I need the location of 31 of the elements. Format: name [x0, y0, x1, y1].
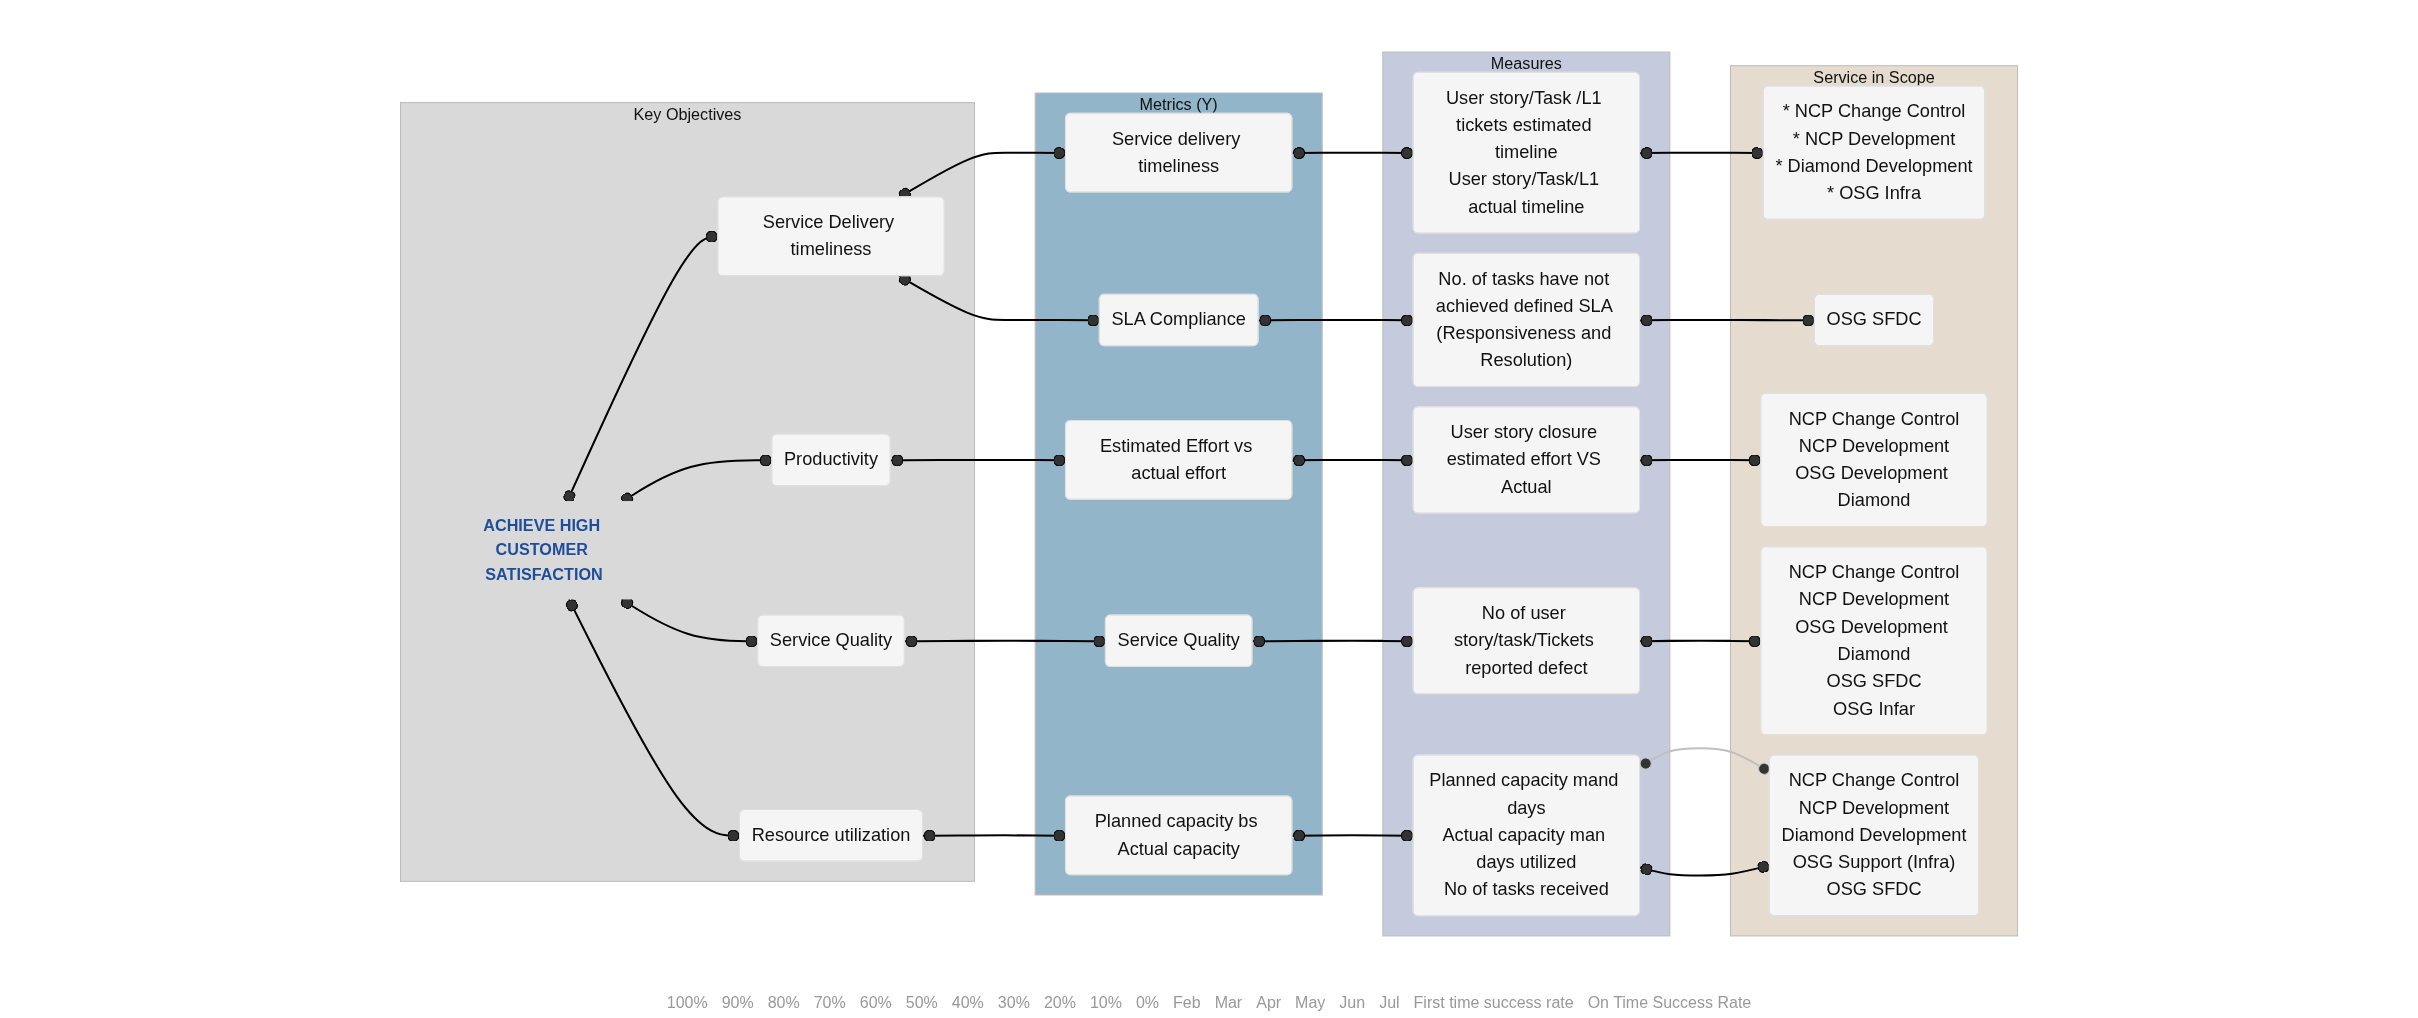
connector: [565, 598, 740, 842]
connector: [904, 635, 1106, 648]
connector: [1292, 829, 1414, 842]
connector: [1640, 146, 1764, 160]
connector: [1640, 314, 1815, 327]
chart-axis-label: 80%: [767, 994, 800, 1012]
chart-axis-label: 50%: [905, 994, 938, 1012]
chart-axis-label: 20%: [1043, 994, 1076, 1012]
node-text: ACHIEVE HIGH CUSTOMER SATISFACTION: [483, 516, 603, 583]
chart-axis-label: May: [1295, 994, 1326, 1012]
connector: [923, 829, 1066, 842]
chart-axis-label: Apr: [1256, 994, 1282, 1012]
chart-axis-label: Jun: [1339, 994, 1366, 1012]
chart-axis-label: 100%: [666, 994, 708, 1012]
connector: [1292, 454, 1414, 467]
chart-axis-label: 60%: [859, 994, 892, 1012]
connector: [1252, 635, 1414, 648]
chart-axis-label: 0%: [1135, 994, 1160, 1012]
chart-axis-label: Mar: [1214, 994, 1243, 1012]
chart-axis-label: On Time Success Rate: [1587, 994, 1752, 1012]
chart-axis-label: 30%: [997, 994, 1030, 1012]
chart-axis-label: 70%: [813, 994, 846, 1012]
chart-axis-label: 10%: [1089, 994, 1122, 1012]
connector: [1292, 146, 1414, 160]
chart-axis-label: First time success rate: [1413, 994, 1574, 1012]
chart-axis-label: 90%: [721, 994, 754, 1012]
connector: [1258, 314, 1414, 327]
chart-axis-label: Jul: [1379, 994, 1400, 1012]
chart-axis-label: Feb: [1173, 994, 1201, 1012]
connector: [890, 454, 1066, 467]
chart-axis-label: 40%: [951, 994, 984, 1012]
